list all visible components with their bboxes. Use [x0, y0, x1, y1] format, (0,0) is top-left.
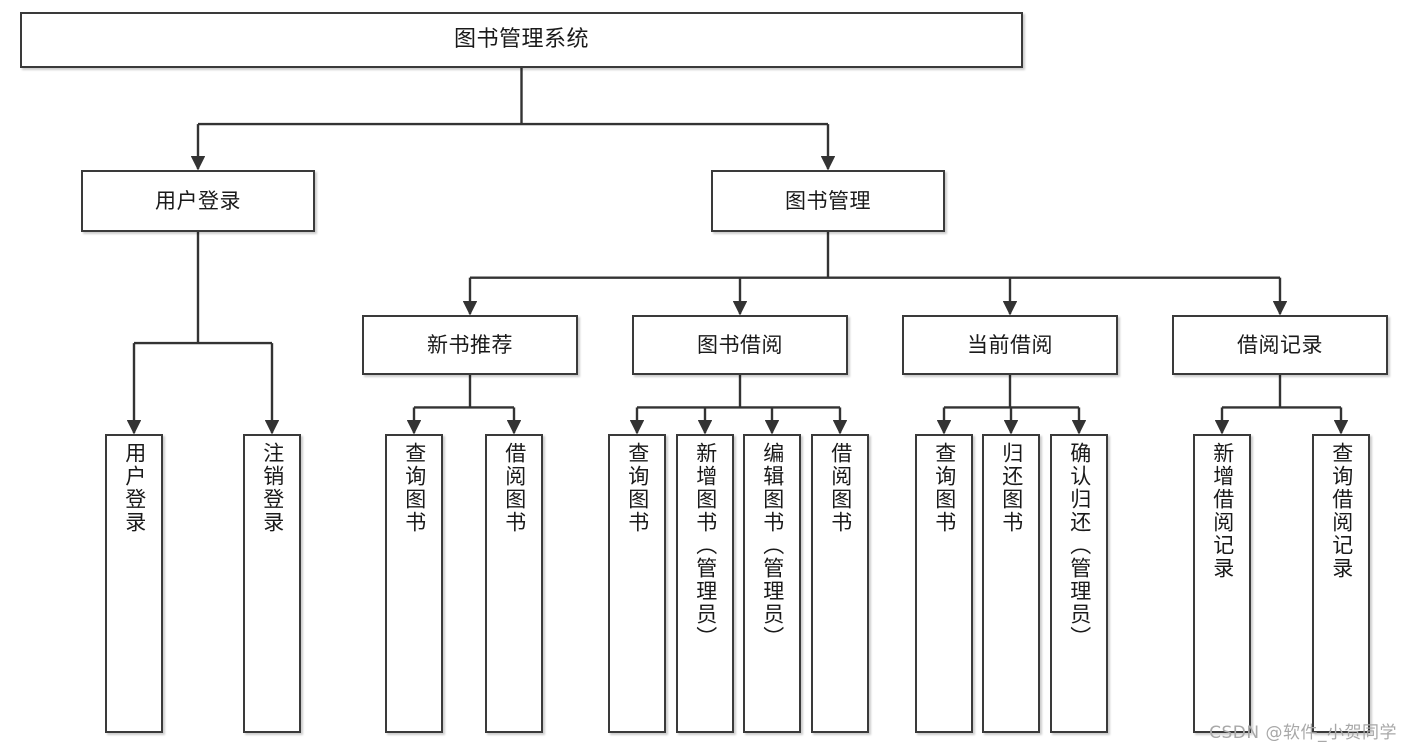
- leaf-add-record[interactable]: 新增借阅记录: [1193, 434, 1251, 733]
- leaf-user-login[interactable]: 用户登录: [105, 434, 163, 733]
- leaf-return-book-label: 归还图书: [999, 442, 1024, 534]
- leaf-query-book-1[interactable]: 查询图书: [385, 434, 443, 733]
- leaf-edit-book[interactable]: 编辑图书（管理员）: [743, 434, 801, 733]
- node-new-book-rec[interactable]: 新书推荐: [362, 315, 578, 375]
- leaf-add-record-label: 新增借阅记录: [1210, 442, 1235, 580]
- leaf-confirm-return[interactable]: 确认归还（管理员）: [1050, 434, 1108, 733]
- node-user-login-label: 用户登录: [155, 188, 241, 213]
- leaf-logout-label: 注销登录: [260, 442, 285, 534]
- leaf-query-book-2-label: 查询图书: [625, 442, 650, 534]
- node-current-borrow-label: 当前借阅: [967, 332, 1053, 357]
- node-current-borrow[interactable]: 当前借阅: [902, 315, 1118, 375]
- node-root[interactable]: 图书管理系统: [20, 12, 1023, 68]
- leaf-edit-book-label: 编辑图书（管理员）: [760, 442, 785, 649]
- leaf-borrow-book-1[interactable]: 借阅图书: [485, 434, 543, 733]
- leaf-query-book-3[interactable]: 查询图书: [915, 434, 973, 733]
- watermark: CSDN @软件_小贺同学: [1209, 723, 1397, 743]
- node-new-book-rec-label: 新书推荐: [427, 332, 513, 357]
- node-borrow-record[interactable]: 借阅记录: [1172, 315, 1388, 375]
- leaf-query-book-3-label: 查询图书: [932, 442, 957, 534]
- leaf-add-book-label: 新增图书（管理员）: [693, 442, 718, 649]
- leaf-borrow-book-2-label: 借阅图书: [828, 442, 853, 534]
- node-borrow-record-label: 借阅记录: [1237, 332, 1323, 357]
- node-book-borrow-label: 图书借阅: [697, 332, 783, 357]
- leaf-query-book-2[interactable]: 查询图书: [608, 434, 666, 733]
- node-book-borrow[interactable]: 图书借阅: [632, 315, 848, 375]
- node-book-manage-label: 图书管理: [785, 188, 871, 213]
- leaf-add-book[interactable]: 新增图书（管理员）: [676, 434, 734, 733]
- leaf-confirm-return-label: 确认归还（管理员）: [1067, 442, 1092, 649]
- leaf-user-login-label: 用户登录: [122, 442, 147, 534]
- node-root-label: 图书管理系统: [453, 27, 589, 53]
- leaf-borrow-book-2[interactable]: 借阅图书: [811, 434, 869, 733]
- leaf-query-book-1-label: 查询图书: [402, 442, 427, 534]
- leaf-return-book[interactable]: 归还图书: [982, 434, 1040, 733]
- leaf-borrow-book-1-label: 借阅图书: [502, 442, 527, 534]
- leaf-query-record[interactable]: 查询借阅记录: [1312, 434, 1370, 733]
- leaf-query-record-label: 查询借阅记录: [1329, 442, 1354, 580]
- node-book-manage[interactable]: 图书管理: [711, 170, 945, 232]
- leaf-logout[interactable]: 注销登录: [243, 434, 301, 733]
- node-user-login[interactable]: 用户登录: [81, 170, 315, 232]
